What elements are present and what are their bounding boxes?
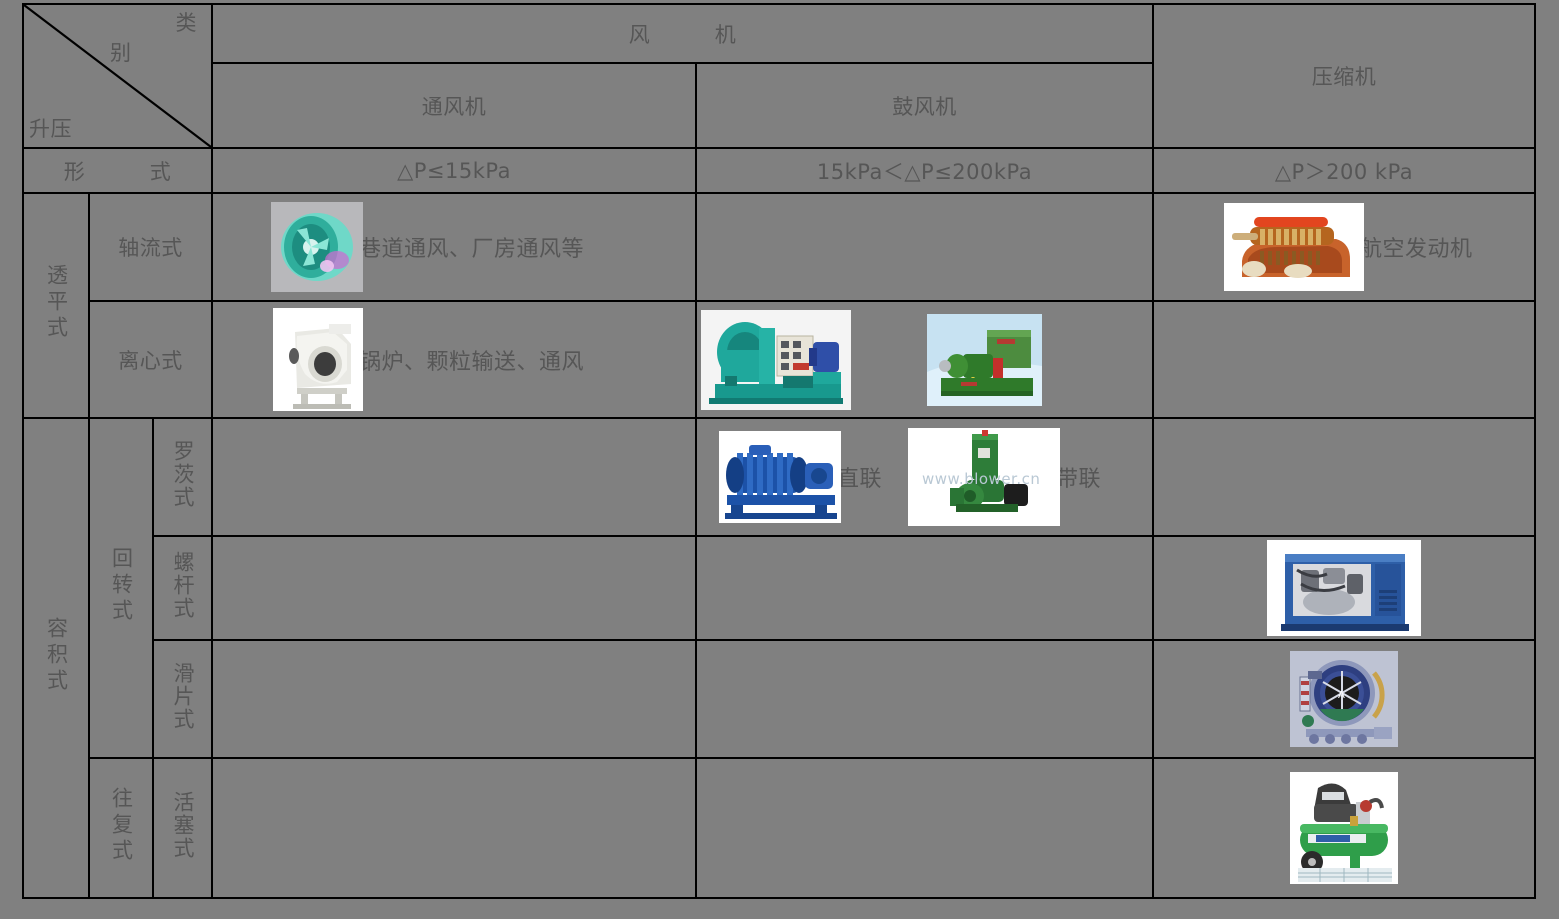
corner-form-label: 形 式 — [21, 147, 214, 194]
blue-screw-compressor-photo — [1267, 540, 1422, 636]
cell-vane-ventilator — [211, 639, 698, 759]
row-type-roots: 罗茨式 — [151, 417, 214, 537]
header-row-group: 类 别 升压 风 机 压缩机 — [21, 3, 1537, 149]
corner-pressure-label: 升压 — [29, 117, 72, 141]
cell-vane-blower — [695, 639, 1155, 759]
column-group-compressor: 压缩机 — [1152, 3, 1537, 149]
cell-roots-ventilator — [211, 417, 698, 537]
corner-category-label-1: 类 — [175, 11, 198, 35]
blue-roots-blower-photo — [719, 431, 842, 523]
corner-diagonal-header: 类 别 升压 — [21, 3, 214, 149]
row-group-positive-displacement-label: 容积式 — [44, 616, 69, 695]
svg-text:www.blower.cn: www.blower.cn — [922, 470, 1040, 488]
teal-centrifugal-blower-photo — [701, 309, 852, 410]
green-blower-unit-photo — [927, 313, 1043, 406]
table-row-screw: 螺杆式 — [23, 535, 1537, 641]
row-group-turbo: 透平式 — [22, 192, 90, 419]
sub-group-rotary-label: 回转式 — [109, 546, 134, 625]
centrifugal-fan-photo — [273, 308, 364, 411]
table-row-piston: 往复式 活塞式 — [23, 757, 1537, 899]
row-type-axial: 轴流式 — [87, 192, 214, 302]
table-row-axial: 透平式 轴流式 — [22, 192, 1537, 419]
row-type-screw-label: 螺杆式 — [171, 551, 196, 620]
row-type-piston: 活塞式 — [151, 757, 214, 899]
column-header-ventilator: 通风机 — [211, 62, 698, 149]
pressure-range-compressor: △P＞200 kPa — [1152, 147, 1537, 194]
svg-text:A: A — [1338, 690, 1345, 701]
sliding-vane-diagram: A — [1290, 651, 1399, 747]
cell-piston-ventilator — [211, 757, 698, 899]
row-type-roots-label: 罗茨式 — [171, 440, 196, 509]
corner-category-label-2: 别 — [110, 41, 132, 65]
caption-roots-blower-belt: 带联 — [1056, 467, 1102, 492]
caption-centrifugal-ventilator: 锅炉、颗粒输送、通风 — [359, 349, 585, 375]
caption-axial-compressor: 航空发动机 — [1360, 237, 1473, 262]
cell-centrifugal-ventilator: 锅炉、颗粒输送、通风 — [211, 300, 698, 419]
aero-engine-cutaway-photo — [1224, 203, 1365, 291]
row-group-positive-displacement: 容积式 — [22, 417, 90, 899]
cell-axial-blower — [695, 192, 1155, 302]
row-type-centrifugal: 离心式 — [87, 300, 214, 419]
machine-classification-table: 类 别 升压 风 机 压缩机 通风机 鼓风机 形 式 △P≤15kPa 15kP… — [21, 3, 1537, 899]
row-type-piston-label: 活塞式 — [171, 791, 196, 860]
cell-screw-compressor — [1152, 535, 1537, 641]
row-type-sliding-vane: 滑片式 — [151, 639, 214, 759]
caption-axial-ventilator: 巷道通风、厂房通风等 — [359, 237, 585, 262]
cell-centrifugal-compressor — [1152, 300, 1537, 419]
pressure-range-blower: 15kPa＜△P≤200kPa — [695, 147, 1155, 194]
row-type-screw: 螺杆式 — [151, 535, 214, 641]
cell-roots-blower: 直联 www.blower.cn — [695, 417, 1155, 537]
cell-piston-blower — [695, 757, 1155, 899]
green-roots-blower-photo: www.blower.cn — [908, 428, 1061, 526]
sub-group-reciprocating-label: 往复式 — [109, 786, 134, 865]
cell-axial-ventilator: 巷道通风、厂房通风等 — [211, 192, 698, 302]
cell-screw-blower — [695, 535, 1155, 641]
pressure-range-ventilator: △P≤15kPa — [211, 147, 698, 194]
caption-roots-blower-direct: 直联 — [837, 467, 883, 492]
cell-screw-ventilator — [211, 535, 698, 641]
cell-centrifugal-blower — [695, 300, 1155, 419]
row-group-turbo-label: 透平式 — [44, 264, 69, 342]
table-row-sliding-vane: 滑片式 — [23, 639, 1537, 759]
cell-roots-compressor — [1152, 417, 1537, 537]
column-header-blower: 鼓风机 — [695, 62, 1155, 149]
cell-vane-compressor: A — [1152, 639, 1537, 759]
cell-axial-compressor: 航空发动机 — [1152, 192, 1537, 302]
axial-fan-photo — [271, 202, 364, 292]
cell-piston-compressor — [1152, 757, 1537, 899]
sub-group-rotary: 回转式 — [88, 417, 154, 759]
row-type-sliding-vane-label: 滑片式 — [171, 662, 196, 731]
column-group-fan: 风 机 — [211, 3, 1155, 64]
sub-group-reciprocating: 往复式 — [88, 757, 154, 899]
header-row-columns: 通风机 鼓风机 — [23, 62, 1535, 149]
table-row-roots: 容积式 回转式 罗茨式 — [22, 417, 1537, 899]
header-row-pressure: 形 式 △P≤15kPa 15kPa＜△P≤200kPa △P＞200 kPa — [21, 147, 1537, 194]
green-piston-compressor-photo — [1290, 772, 1399, 884]
table-row-centrifugal: 离心式 — [23, 300, 1537, 419]
